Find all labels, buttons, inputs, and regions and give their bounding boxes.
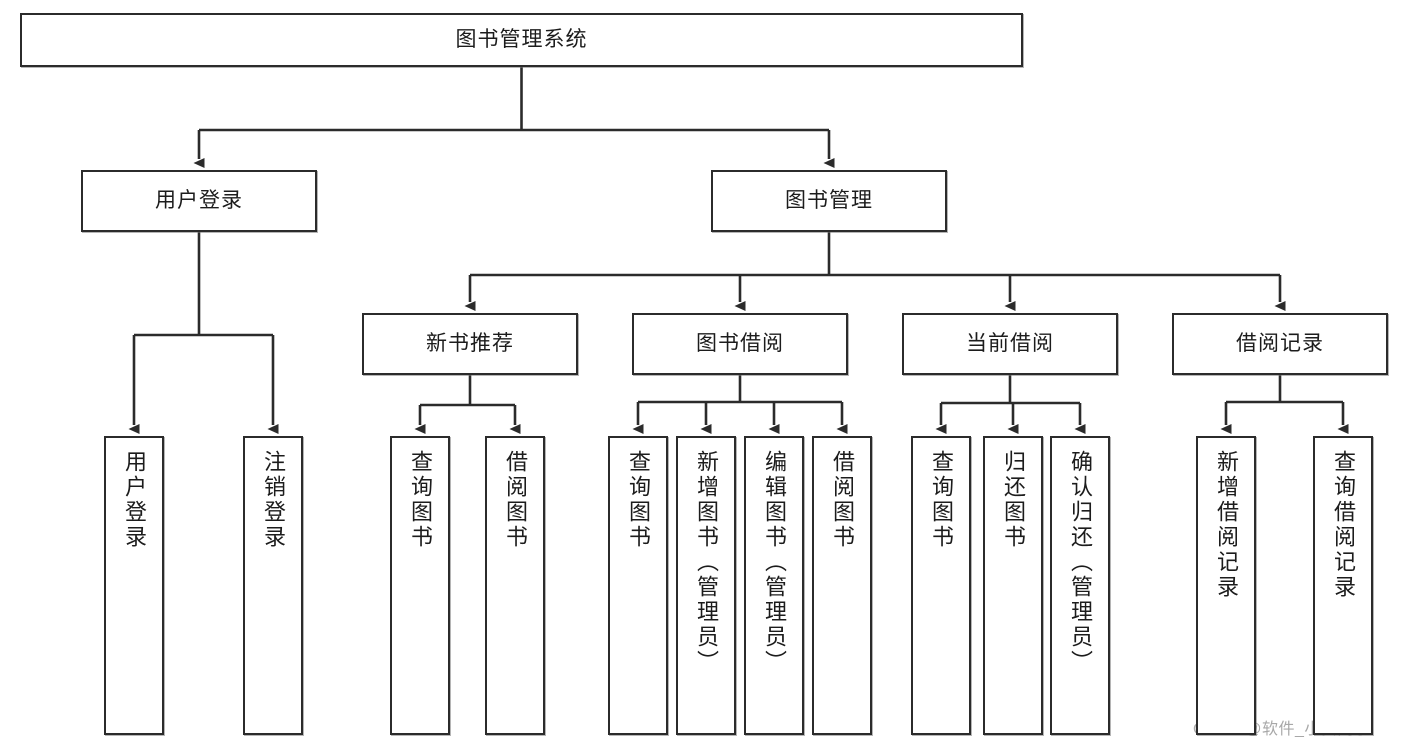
node-query-book-borrow[interactable]: 查询图书 [608,436,668,735]
node-user-login[interactable]: 用户登录 [81,170,317,232]
node-root[interactable]: 图书管理系统 [20,13,1023,67]
node-borrow-record-label: 借阅记录 [1236,331,1324,355]
node-book-management-label: 图书管理 [785,188,873,212]
node-query-book-recommend-label: 查询图书 [408,450,433,550]
node-user-login-action[interactable]: 用户登录 [104,436,164,735]
node-root-label: 图书管理系统 [455,27,588,51]
node-borrow-book-action-label: 借阅图书 [830,450,855,550]
node-query-borrow-record-label: 查询借阅记录 [1331,450,1356,600]
node-book-borrow-label: 图书借阅 [696,331,784,355]
node-borrow-book-action[interactable]: 借阅图书 [812,436,872,735]
node-user-login-label: 用户登录 [155,188,243,212]
node-edit-book-admin[interactable]: 编辑图书（管理员） [744,436,804,735]
node-query-book-current-label: 查询图书 [929,450,954,550]
node-add-borrow-record-label: 新增借阅记录 [1214,450,1239,600]
node-add-book-admin[interactable]: 新增图书（管理员） [676,436,736,735]
node-borrow-book-recommend-label: 借阅图书 [503,450,528,550]
node-borrow-record[interactable]: 借阅记录 [1172,313,1388,375]
node-return-book[interactable]: 归还图书 [983,436,1043,735]
node-add-book-admin-label: 新增图书（管理员） [694,450,719,675]
node-current-borrow[interactable]: 当前借阅 [902,313,1118,375]
node-new-book-recommend[interactable]: 新书推荐 [362,313,578,375]
node-query-borrow-record[interactable]: 查询借阅记录 [1313,436,1373,735]
node-query-book-borrow-label: 查询图书 [626,450,651,550]
node-confirm-return-admin-label: 确认归还（管理员） [1068,450,1093,675]
node-logout-action-label: 注销登录 [261,450,286,550]
node-query-book-current[interactable]: 查询图书 [911,436,971,735]
node-book-borrow[interactable]: 图书借阅 [632,313,848,375]
node-logout-action[interactable]: 注销登录 [243,436,303,735]
node-new-book-recommend-label: 新书推荐 [426,331,514,355]
node-query-book-recommend[interactable]: 查询图书 [390,436,450,735]
node-return-book-label: 归还图书 [1001,450,1026,550]
node-borrow-book-recommend[interactable]: 借阅图书 [485,436,545,735]
node-user-login-action-label: 用户登录 [122,450,147,550]
node-confirm-return-admin[interactable]: 确认归还（管理员） [1050,436,1110,735]
node-book-management[interactable]: 图书管理 [711,170,947,232]
node-edit-book-admin-label: 编辑图书（管理员） [762,450,787,675]
node-add-borrow-record[interactable]: 新增借阅记录 [1196,436,1256,735]
node-current-borrow-label: 当前借阅 [966,331,1054,355]
